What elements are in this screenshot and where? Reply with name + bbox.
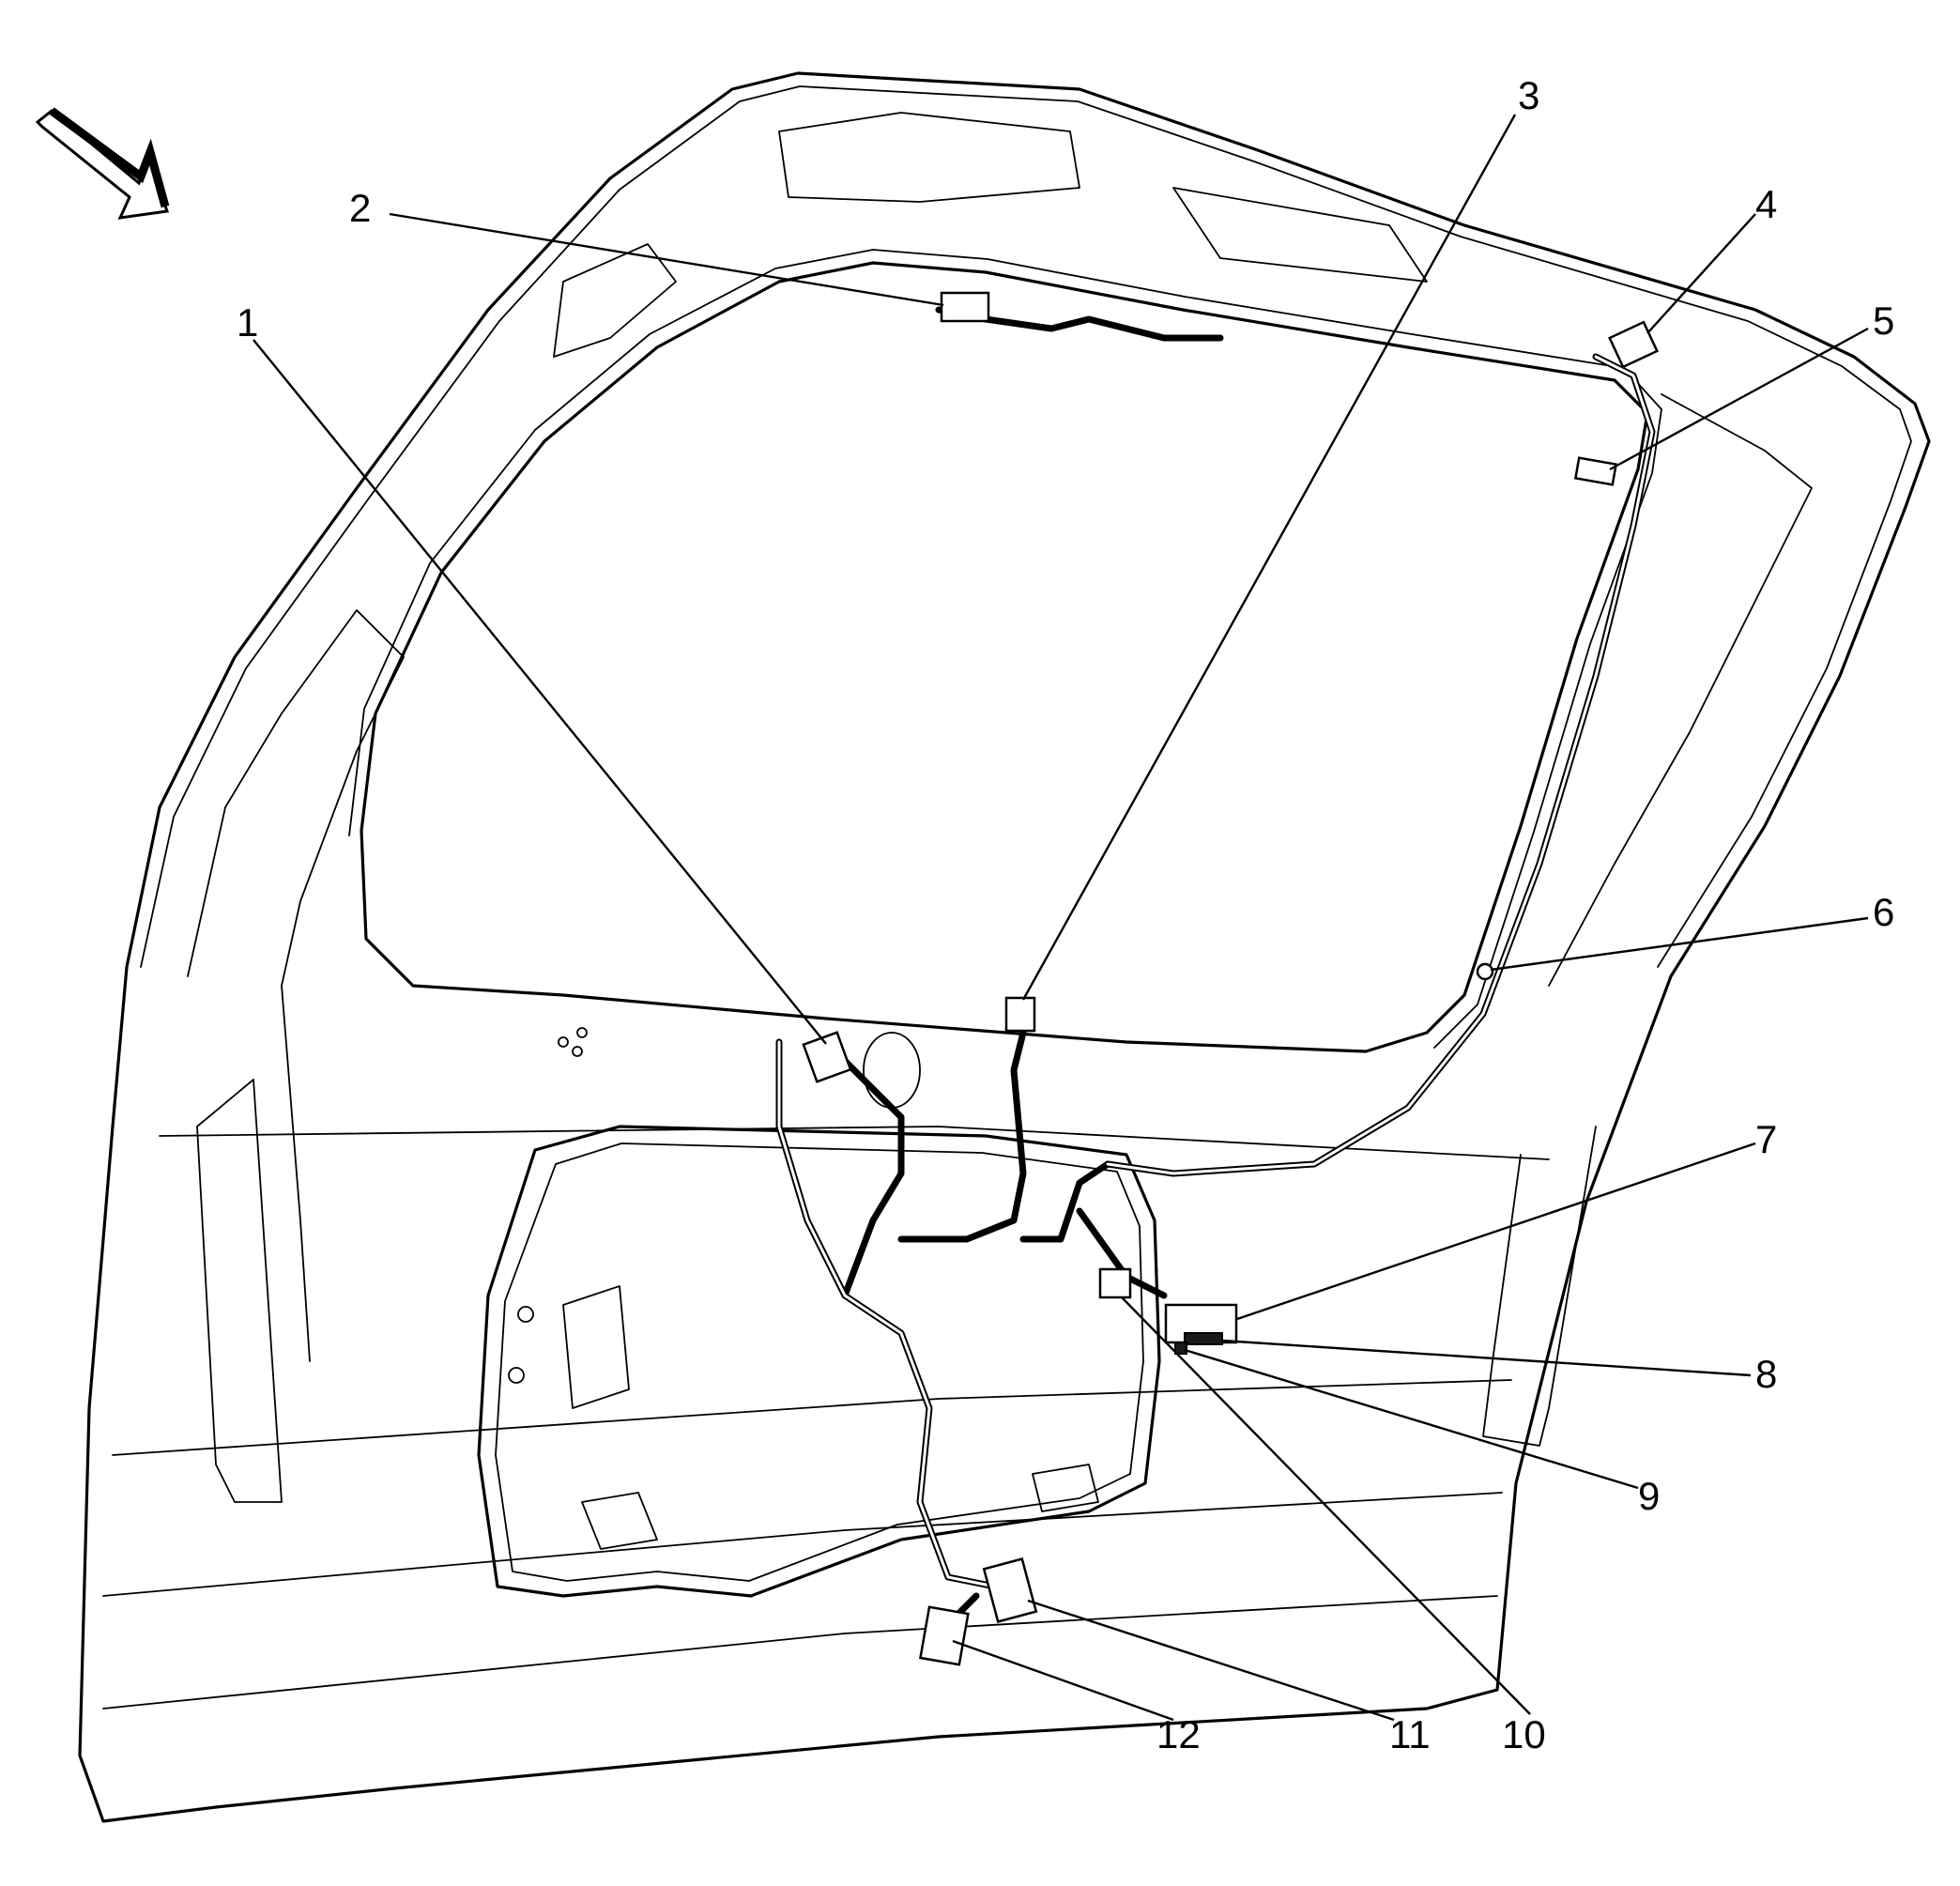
callout-7: 7 — [1755, 1117, 1777, 1161]
liftgate-rim-line — [140, 85, 1912, 968]
left-pillar-trim — [187, 609, 405, 987]
component-5 — [1573, 456, 1618, 486]
leader-lines — [253, 114, 1869, 1722]
component-1 — [802, 1031, 852, 1083]
component-11 — [982, 1557, 1038, 1623]
component-10 — [1098, 1267, 1132, 1299]
liftgate-outer-outline — [78, 71, 1931, 1823]
components — [802, 291, 1659, 1666]
callout-6: 6 — [1873, 890, 1894, 934]
callout-9: 9 — [1638, 1474, 1660, 1518]
callout-labels: 1 2 3 4 5 6 7 8 9 10 11 12 — [237, 73, 1894, 1756]
component-4 — [1608, 320, 1659, 369]
callout-2: 2 — [349, 186, 371, 230]
callout-11: 11 — [1389, 1712, 1431, 1756]
lower-trim-panel — [477, 1125, 1161, 1598]
component-2 — [940, 291, 990, 323]
callout-12: 12 — [1156, 1712, 1201, 1756]
callout-10: 10 — [1502, 1712, 1546, 1756]
component-9 — [1174, 1342, 1187, 1355]
component-8 — [1184, 1332, 1223, 1345]
callout-3: 3 — [1518, 73, 1539, 117]
component-12 — [919, 1605, 970, 1666]
callout-5: 5 — [1873, 299, 1894, 343]
callout-1: 1 — [237, 300, 258, 345]
right-pillar-trim — [1548, 393, 1813, 987]
wiring-harness — [775, 306, 1656, 1647]
callout-4: 4 — [1755, 182, 1777, 226]
window-opening — [360, 261, 1649, 1053]
component-6 — [1476, 962, 1494, 981]
component-3 — [1004, 996, 1036, 1033]
direction-arrow-icon — [35, 107, 170, 220]
callout-8: 8 — [1755, 1352, 1777, 1396]
window-rim — [348, 249, 1662, 1049]
